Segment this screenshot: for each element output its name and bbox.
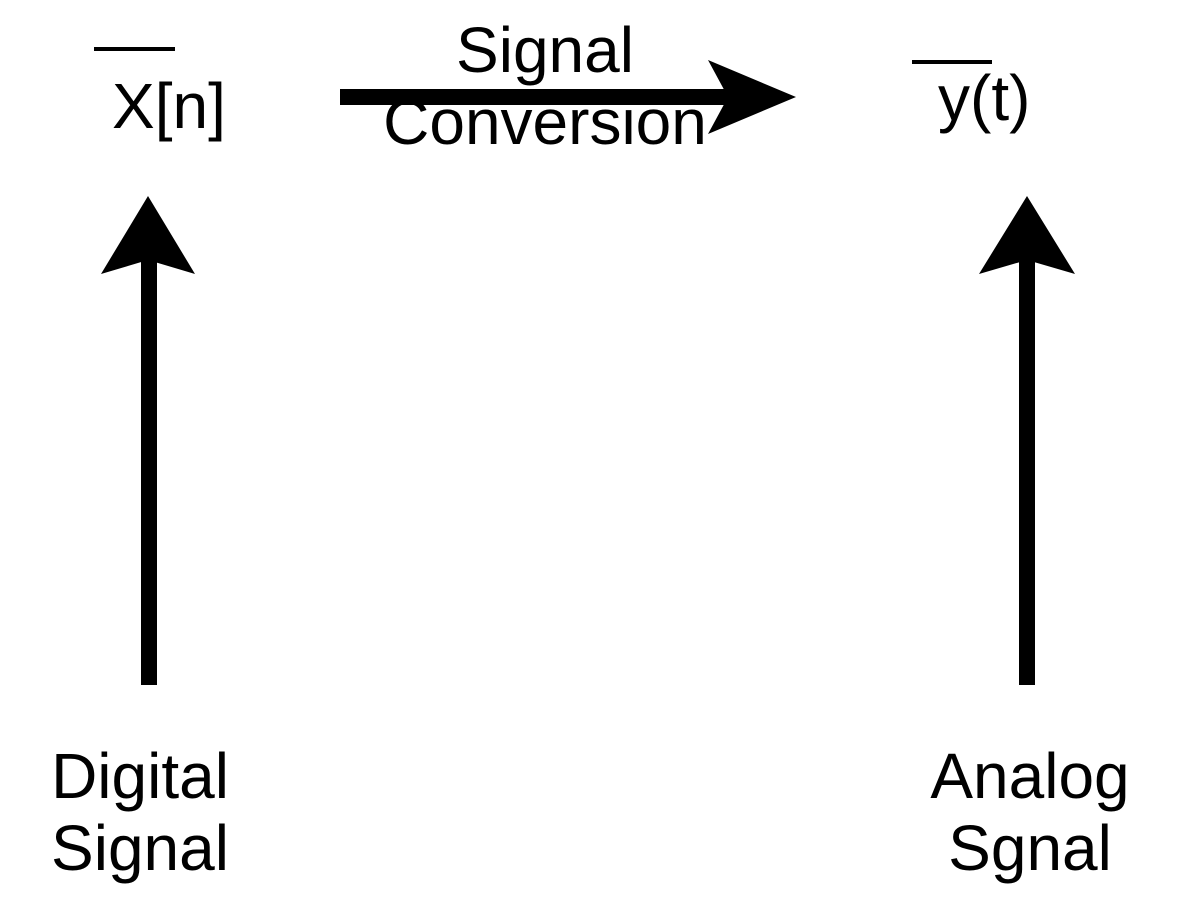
digital-signal-caption: Digital Signal bbox=[20, 740, 260, 884]
conversion-arrow-shaft bbox=[340, 89, 740, 105]
analog-signal-caption-line2: Sgnal bbox=[948, 812, 1112, 884]
conversion-arrow-head bbox=[708, 60, 796, 134]
digital-signal-arrow-shaft bbox=[141, 255, 157, 685]
output-signal-overbar bbox=[912, 60, 992, 64]
digital-signal-arrow bbox=[101, 196, 195, 685]
conversion-label-line2: Conversion bbox=[383, 86, 707, 158]
analog-signal-caption-line1: Analog bbox=[930, 740, 1130, 812]
digital-signal-caption-line1: Digital bbox=[51, 740, 229, 812]
input-signal-symbol-text: X[n] bbox=[112, 70, 226, 142]
analog-signal-arrow bbox=[979, 196, 1075, 685]
conversion-label: Signal Conversion bbox=[340, 14, 750, 158]
output-signal-symbol-text: y(t) bbox=[938, 62, 1031, 134]
conversion-label-line1: Signal bbox=[456, 14, 634, 86]
input-signal-overbar bbox=[94, 47, 175, 51]
conversion-arrow bbox=[340, 60, 796, 134]
analog-signal-arrow-head bbox=[979, 196, 1075, 274]
analog-signal-caption: Analog Sgnal bbox=[905, 740, 1155, 884]
digital-signal-arrow-head bbox=[101, 196, 195, 274]
digital-signal-caption-line2: Signal bbox=[51, 812, 229, 884]
analog-signal-arrow-shaft bbox=[1019, 255, 1035, 685]
